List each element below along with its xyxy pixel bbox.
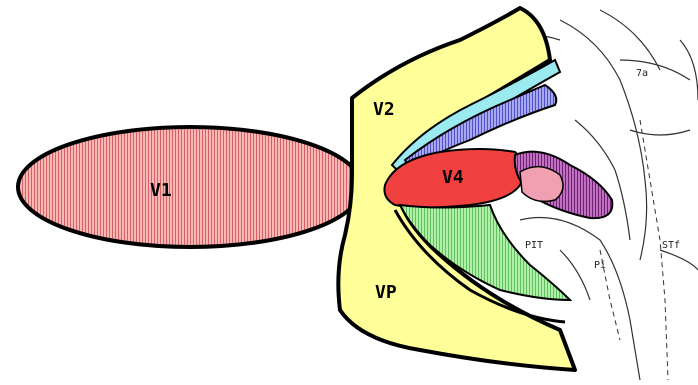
- v4-label: V4: [442, 167, 464, 188]
- sketch-label-pi: Pi: [594, 260, 606, 271]
- sulcus-gap: [393, 209, 566, 324]
- region-v3a: [403, 83, 558, 172]
- sketch-label-pit: PIT: [525, 240, 543, 251]
- sketch-label-stf: STf: [662, 240, 680, 251]
- region-tf: [398, 203, 573, 302]
- v1-label: V1: [150, 180, 172, 201]
- region-v1: [16, 125, 364, 249]
- region-pit: [513, 150, 614, 220]
- vp-label: VP: [375, 282, 397, 303]
- region-v4: [383, 148, 525, 209]
- v2-label: V2: [373, 99, 395, 120]
- sketch-label-7a: 7a: [636, 68, 648, 79]
